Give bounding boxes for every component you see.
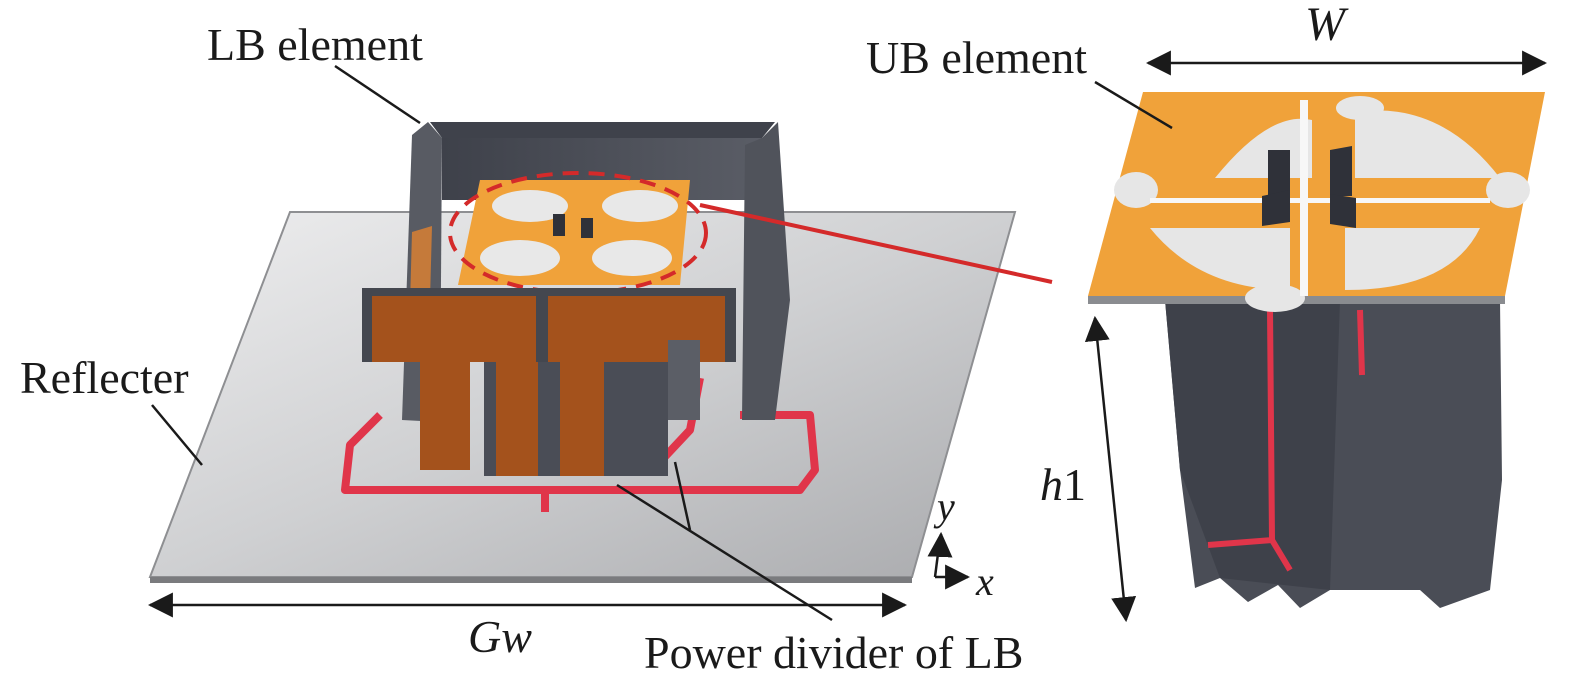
ub-feed-traces (1207, 309, 1365, 572)
ub-element-label: UB element (866, 32, 1087, 83)
lb-right-wall (742, 122, 790, 420)
right-annotations (1084, 50, 1548, 623)
lb-front-copper-left (372, 296, 536, 470)
reflecter-leader (151, 404, 203, 466)
full-antenna-assembly (148, 122, 1017, 583)
reflecter-label: Reflecter (20, 352, 189, 403)
gw-label: Gw (468, 611, 532, 662)
ub-patch-slots (1150, 100, 1490, 296)
power-divider-label: Power divider of LB (644, 627, 1023, 678)
ub-element-detail (1088, 92, 1545, 608)
w-label: W (1305, 0, 1349, 51)
h1-subscript: 1 (1063, 459, 1086, 510)
h1-label: h1 (1040, 459, 1086, 510)
zoom-highlight-ellipse (448, 171, 708, 295)
axis-x-label: x (975, 559, 994, 604)
h1-variable: h (1040, 459, 1063, 510)
lb-back-wall (430, 122, 775, 138)
left-annotations (147, 64, 971, 622)
axis-y-arrow (927, 531, 953, 558)
zoom-connector-line (699, 203, 1053, 284)
lb-front-stem-copper-l (496, 362, 538, 476)
lb-front-right-wing (668, 340, 700, 420)
ub-element-leader (1094, 80, 1173, 130)
ub-feed-body-shadow (1165, 300, 1340, 590)
lb-element-label: LB element (207, 19, 423, 70)
reflector-edge (150, 577, 912, 583)
h1-dimension-arrow (1084, 315, 1137, 623)
power-divider-leader-2 (673, 461, 692, 531)
ub-patch-cutouts (1114, 96, 1530, 312)
axis-y-label: y (933, 484, 955, 529)
ub-element-small-cutouts (480, 190, 678, 276)
lb-front-stem-copper-r (560, 362, 604, 476)
lb-element-leader (334, 64, 421, 125)
axis-y-line (933, 537, 942, 578)
ub-patch-feed-blocks (1262, 146, 1356, 228)
lb-left-wall-strip (410, 226, 432, 305)
ub-element-small-feed (553, 214, 593, 238)
